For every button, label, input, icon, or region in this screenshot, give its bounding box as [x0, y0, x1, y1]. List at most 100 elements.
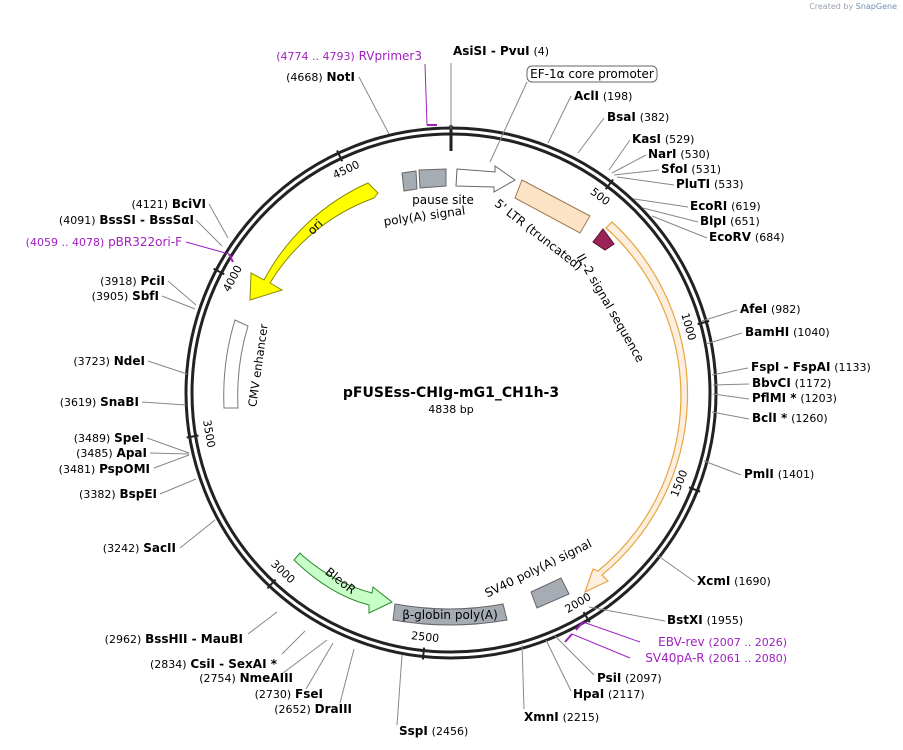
- site-position: (2215): [563, 711, 600, 724]
- site-labels: AsiSI - PvuI (4) AclI (198) BsaI (382) KasI…: [26, 44, 871, 738]
- site-position: (4668): [286, 71, 323, 84]
- site-enzyme-name: BssSI - BssSαI: [99, 213, 194, 227]
- site-label[interactable]: PmlI (1401): [744, 467, 814, 481]
- site-position: (2652): [274, 703, 311, 716]
- site-label[interactable]: AclI (198): [574, 89, 632, 103]
- site-enzyme-name: EcoRI: [690, 199, 727, 213]
- site-label[interactable]: BbvCI (1172): [752, 376, 831, 390]
- site-enzyme-name: PmlI: [744, 467, 774, 481]
- feature-polya-signal-box[interactable]: [401, 170, 418, 192]
- site-label[interactable]: (4121) BciVI: [131, 197, 206, 211]
- site-label[interactable]: SspI (2456): [399, 724, 468, 738]
- site-leader-20: [545, 639, 572, 692]
- site-enzyme-name: PluTI: [676, 177, 710, 191]
- site-position: (1172): [795, 377, 832, 390]
- feature-ori-arrow[interactable]: [249, 182, 379, 301]
- site-label[interactable]: (2754) NmeAIII: [199, 671, 293, 685]
- site-label[interactable]: BstXI (1955): [667, 613, 743, 627]
- feature-label-il2-signal: IL-2 signal sequence: [574, 251, 648, 364]
- site-label[interactable]: HpaI (2117): [573, 687, 645, 701]
- primer-leader-2: [582, 621, 641, 643]
- site-leader-24: [305, 642, 334, 690]
- feature-ef1a-promoter-arrow[interactable]: [455, 165, 516, 193]
- site-label[interactable]: BlpI (651): [700, 214, 760, 228]
- site-label[interactable]: PsiI (2097): [597, 671, 662, 685]
- site-label[interactable]: (2962) BssHII - MauBI: [105, 632, 243, 646]
- feature-il2-signal-arrow[interactable]: [592, 228, 615, 251]
- site-label[interactable]: (3242) SacII: [103, 541, 176, 555]
- site-position: (3242): [103, 542, 140, 555]
- site-label[interactable]: XmnI (2215): [524, 710, 599, 724]
- site-leader-5: [613, 169, 660, 176]
- primer-label[interactable]: EBV-rev (2007 .. 2026): [658, 635, 787, 649]
- feature-betaglobin-polya-box[interactable]: [392, 603, 508, 626]
- site-label[interactable]: (3918) PciI: [100, 274, 165, 288]
- site-label[interactable]: EcoRI (619): [690, 199, 761, 213]
- site-label[interactable]: (2834) CsiI - SexAI *: [150, 657, 278, 671]
- site-leader-25: [282, 639, 328, 674]
- site-leader-32: [146, 437, 190, 454]
- site-label[interactable]: KasI (529): [632, 132, 694, 146]
- feature-bleor-arrow[interactable]: [293, 552, 393, 614]
- site-enzyme-name: KasI: [632, 132, 661, 146]
- site-leader-6: [616, 176, 675, 186]
- site-label[interactable]: NarI (530): [648, 147, 710, 161]
- site-label[interactable]: (3619) SnaBI: [60, 395, 139, 409]
- primer-label[interactable]: SV40pA-R (2061 .. 2080): [645, 651, 787, 665]
- feature-5ltr-box[interactable]: [514, 179, 591, 234]
- site-label[interactable]: BamHI (1040): [745, 325, 830, 339]
- primer-label[interactable]: (4774 .. 4793) RVprimer3: [276, 49, 422, 63]
- feature-pause-site-box[interactable]: [418, 168, 447, 189]
- site-leader-7: [633, 198, 689, 208]
- site-label[interactable]: EcoRV (684): [709, 230, 785, 244]
- site-label[interactable]: AfeI (982): [740, 302, 801, 316]
- site-enzyme-name: FseI: [295, 687, 323, 701]
- feature-sv40-polya-box[interactable]: [530, 577, 570, 609]
- site-label[interactable]: (3723) NdeI: [73, 354, 145, 368]
- site-enzyme-name: PsiI: [597, 671, 621, 685]
- site-label[interactable]: BclI * (1260): [752, 411, 828, 425]
- site-label[interactable]: BsaI (382): [607, 110, 669, 124]
- site-position: (2097): [625, 672, 662, 685]
- site-enzyme-name: SspI: [399, 724, 428, 738]
- primer-label[interactable]: (4059 .. 4078) pBR322ori-F: [26, 235, 182, 249]
- site-enzyme-name: BsaI: [607, 110, 636, 124]
- site-label[interactable]: (3382) BspEI: [79, 487, 157, 501]
- ruler-tick-2000: [582, 611, 591, 623]
- ruler-tick-4000: [213, 267, 225, 276]
- site-label[interactable]: (4091) BssSI - BssSαI: [59, 213, 194, 227]
- site-position: (2456): [432, 725, 469, 738]
- site-leader-13: [712, 383, 750, 386]
- plasmid-name: pFUSEss-CHIg-mG1_CH1h-3: [343, 385, 559, 401]
- site-label[interactable]: AsiSI - PvuI (4): [453, 44, 549, 58]
- site-position: (3619): [60, 396, 97, 409]
- site-position: (2730): [255, 688, 292, 701]
- site-enzyme-name: XcmI: [697, 574, 730, 588]
- ruler-tick-3000: [266, 578, 277, 589]
- site-label[interactable]: (2652) DraIII: [274, 702, 352, 716]
- ruler-tick-1000: [697, 320, 710, 326]
- callout-line-ef1a: [489, 81, 528, 163]
- feature-ch1fc-orf-arrow[interactable]: [583, 221, 689, 594]
- site-label[interactable]: SfoI (531): [661, 162, 721, 176]
- site-label[interactable]: (2730) FseI: [255, 687, 323, 701]
- site-enzyme-name: SacII: [143, 541, 176, 555]
- site-label[interactable]: (3485) ApaI: [76, 446, 147, 460]
- site-label[interactable]: (4668) NotI: [286, 70, 355, 84]
- site-leader-2: [577, 117, 605, 154]
- site-enzyme-name: BbvCI: [752, 376, 791, 390]
- site-leader-26: [281, 630, 306, 655]
- site-label[interactable]: PluTI (533): [676, 177, 744, 191]
- site-label[interactable]: (3481) PspOMI: [59, 462, 150, 476]
- site-label[interactable]: XcmI (1690): [697, 574, 771, 588]
- site-label[interactable]: PflMI * (1203): [752, 391, 837, 405]
- ruler-tick-500: [605, 178, 614, 190]
- site-label[interactable]: (3489) SpeI: [74, 431, 144, 445]
- site-position: (651): [730, 215, 760, 228]
- site-label[interactable]: FspI - FspAI (1133): [751, 360, 871, 374]
- site-leader-38: [208, 203, 229, 239]
- site-leader-1: [547, 95, 572, 144]
- feature-cmv-enhancer-box[interactable]: [223, 319, 249, 409]
- site-position: (529): [665, 133, 695, 146]
- site-label[interactable]: (3905) SbfI: [92, 289, 159, 303]
